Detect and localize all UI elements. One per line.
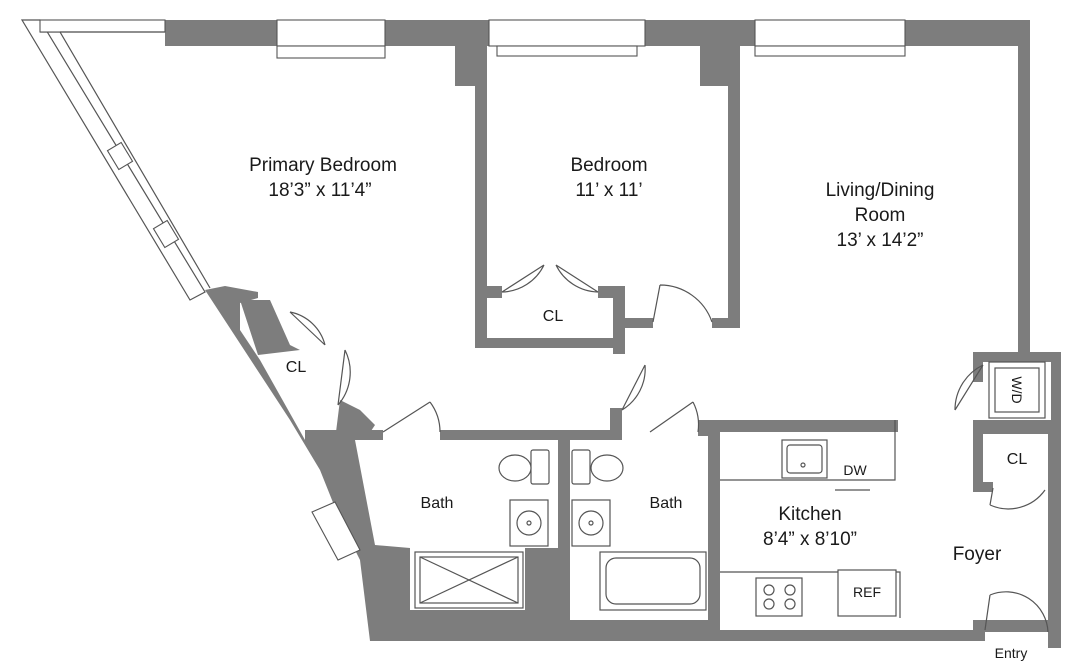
living-name-line2: Room — [855, 205, 906, 226]
refrigerator-label: REF — [853, 584, 881, 600]
primary-bedroom-name: Primary Bedroom — [249, 155, 397, 176]
kitchen-name: Kitchen — [778, 504, 841, 525]
primary-bedroom-size: 18’3” x 11’4” — [268, 180, 371, 201]
bedroom-closet-label: CL — [543, 308, 564, 325]
primary-closet-label: CL — [286, 359, 307, 376]
doors — [289, 264, 1049, 633]
exterior-walls — [20, 19, 1030, 641]
bath-right-name: Bath — [650, 495, 683, 512]
living-size: 13’ x 14’2” — [837, 230, 924, 251]
foyer-closet-label: CL — [1007, 451, 1028, 468]
dishwasher-label: DW — [843, 462, 867, 478]
bedroom-name: Bedroom — [570, 155, 647, 176]
living-name-line1: Living/Dining — [826, 180, 935, 201]
washer-dryer-label: W/D — [1009, 376, 1025, 403]
bath-left-name: Bath — [421, 495, 454, 512]
interior-walls — [240, 46, 1061, 648]
labels: Primary Bedroom 18’3” x 11’4” Bedroom 11… — [249, 155, 1027, 661]
kitchen-size: 8’4” x 8’10” — [763, 529, 857, 550]
bedroom-size: 11’ x 11’ — [575, 180, 642, 201]
top-windows — [39, 19, 906, 59]
entry-label: Entry — [995, 645, 1028, 661]
foyer-name: Foyer — [953, 544, 1002, 565]
fixtures — [414, 361, 1046, 618]
